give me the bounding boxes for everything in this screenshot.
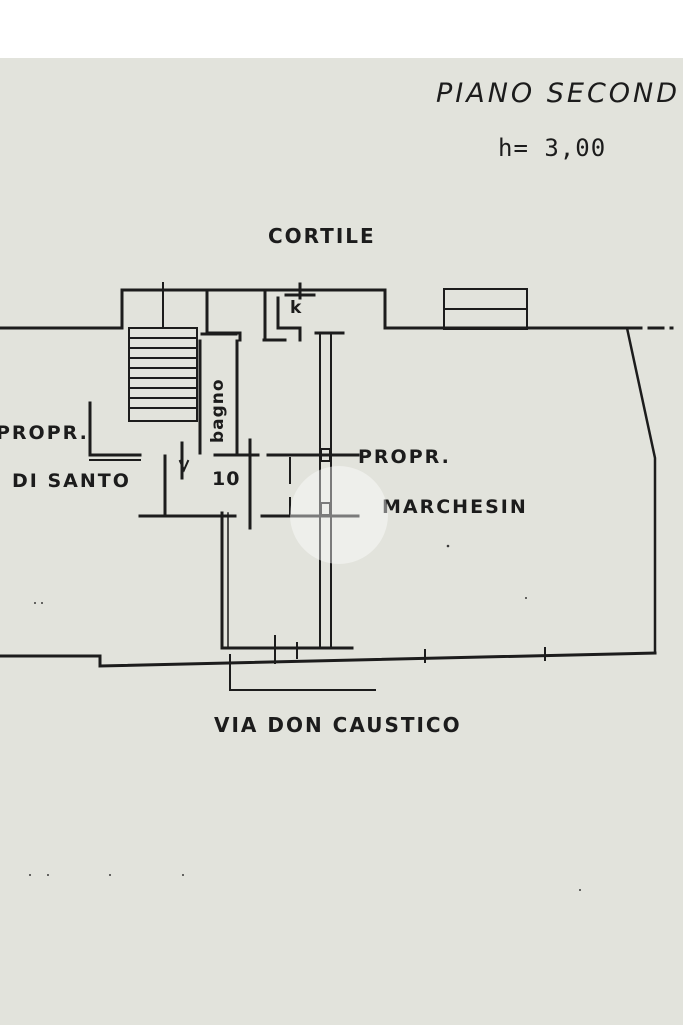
watermark-icon: [290, 466, 388, 564]
corridor-walls: [213, 438, 360, 650]
window-marks: [274, 635, 546, 664]
ceiling-height-label: h= 3,00: [498, 134, 607, 162]
outer-wall-top: [0, 288, 674, 330]
bathroom-label: bagno: [208, 378, 228, 443]
bathroom-walls: [198, 332, 239, 455]
paper-specks: [29, 544, 581, 891]
outer-wall-right: [625, 326, 657, 655]
unit-number-label: 10: [212, 468, 241, 490]
floor-plan-drawing: [0, 282, 674, 891]
right-owner-label-line2: MARCHESIN: [382, 496, 528, 518]
courtyard-wall-details: [205, 282, 345, 342]
right-owner-label-line1: PROPR.: [358, 446, 451, 468]
courtyard-label: CORTILE: [268, 224, 376, 248]
floor-title: PIANO SECOND: [436, 78, 681, 109]
left-owner-label-line2: DI SANTO: [12, 470, 131, 492]
staircase: [128, 282, 198, 422]
kitchen-mark: k: [290, 298, 302, 318]
left-apartment-walls: [88, 401, 237, 518]
door-swing: [178, 459, 190, 473]
street-label: VIA DON CAUSTICO: [214, 713, 462, 737]
outer-wall-bottom: [0, 651, 657, 691]
left-owner-label-line1: PROPR.: [0, 422, 89, 444]
central-partition: [319, 332, 332, 647]
courtyard-annex: [443, 288, 528, 330]
floor-plan-sheet: PIANO SECOND h= 3,00 CORTILE k bagno 10 …: [0, 58, 683, 1025]
